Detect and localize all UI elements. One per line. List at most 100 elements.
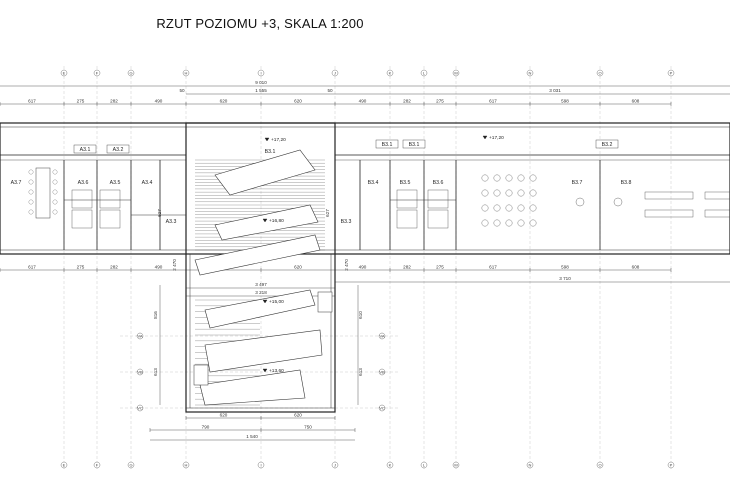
axis-label-side: VC — [379, 405, 385, 410]
axis-bubble — [93, 69, 101, 77]
axis-label-bottom: P — [670, 463, 673, 468]
overall-dim-label: 3 710 — [559, 276, 571, 281]
axis-bubble — [60, 461, 68, 469]
level-marker-icon — [264, 137, 270, 142]
stair-tower-outline — [185, 122, 336, 413]
axis-label-bottom: K — [389, 463, 392, 468]
level-label: +16,80 — [269, 218, 284, 224]
room-tag — [595, 139, 619, 149]
conference-table — [35, 167, 51, 219]
chair — [28, 209, 34, 215]
top-dim-label: 490 — [155, 99, 163, 104]
bottom-dim-label: 282 — [403, 265, 411, 270]
ramp-slab — [214, 204, 319, 241]
axis-label-top: F — [96, 71, 99, 76]
room-tag — [106, 144, 130, 154]
axis-bubble — [386, 69, 394, 77]
axis-label-side: VB — [379, 369, 385, 374]
axis-label-bottom: I — [260, 463, 261, 468]
desk-seat — [517, 204, 525, 212]
axis-label-side: VA — [137, 333, 142, 338]
desk-seat — [505, 219, 513, 227]
room-label: B3.3 — [341, 219, 352, 225]
ramp-slab — [214, 149, 316, 196]
ramp-slab — [204, 289, 316, 329]
work-table — [704, 191, 730, 200]
desk-seat — [517, 189, 525, 197]
bottom-dim-label: 275 — [436, 265, 444, 270]
axis-label-bottom: G — [129, 463, 132, 468]
room-label: A3.3 — [166, 219, 177, 225]
room-label: A3.2 — [113, 147, 124, 153]
room-label: B3.1 — [265, 149, 276, 155]
shaft — [193, 364, 209, 386]
building-outline — [0, 122, 730, 255]
room-label: B3.6 — [433, 180, 444, 186]
axis-label-side: VA — [379, 333, 384, 338]
chair — [52, 209, 58, 215]
axis-bubble — [60, 69, 68, 77]
side-dim-label: 610 — [358, 311, 363, 319]
top-dim-label: 282 — [403, 99, 411, 104]
axis-bubble — [596, 69, 604, 77]
wc-cubicle — [396, 189, 418, 209]
axis-bubble — [386, 461, 394, 469]
desk-seat — [529, 219, 537, 227]
wc-cubicle — [99, 189, 121, 209]
desk-seat — [493, 219, 501, 227]
chair — [28, 179, 34, 185]
bottom-dim-label: 275 — [77, 265, 85, 270]
work-table — [644, 209, 694, 218]
top-dim-label: 275 — [77, 99, 85, 104]
bottom-dim-label: 490 — [155, 265, 163, 270]
axis-bubble — [378, 332, 386, 340]
axis-label-bottom: E — [63, 463, 66, 468]
level-label: +13,60 — [269, 368, 284, 374]
room-label: B3.1 — [382, 142, 393, 148]
room-label: B3.4 — [368, 180, 379, 186]
room-tag — [375, 139, 399, 149]
chair — [52, 169, 58, 175]
axis-label-top: L — [423, 71, 426, 76]
top-dim-label: 608 — [632, 99, 640, 104]
level-marker-icon — [482, 135, 488, 140]
desk-seat — [481, 189, 489, 197]
wc-cubicle — [71, 189, 93, 209]
axis-bubble — [526, 69, 534, 77]
axis-bubble — [127, 461, 135, 469]
desk-seat — [517, 219, 525, 227]
overall-dim-label: 1 555 — [255, 88, 267, 93]
bottom-dim-label: 608 — [632, 265, 640, 270]
desk-seat — [505, 174, 513, 182]
axis-label-top: O — [598, 71, 601, 76]
top-dim-label: 598 — [561, 99, 569, 104]
chair — [52, 179, 58, 185]
room-label: A3.5 — [110, 180, 121, 186]
overall-dim-label: 9 010 — [255, 80, 267, 85]
overall-dim-label: 3 031 — [549, 88, 561, 93]
axis-bubble — [667, 461, 675, 469]
chair — [52, 189, 58, 195]
chair — [28, 169, 34, 175]
shaft — [317, 291, 333, 313]
ramp-slab — [199, 369, 306, 406]
axis-label-top: P — [670, 71, 673, 76]
desk-seat — [493, 204, 501, 212]
wc-cubicle — [99, 209, 121, 229]
stair-dim-label: 750 — [304, 425, 312, 430]
axis-label-top: E — [63, 71, 66, 76]
desk-seat — [505, 189, 513, 197]
axis-label-bottom: O — [598, 463, 601, 468]
side-dim-label: 613 — [153, 368, 158, 376]
overall-dim-label: 50 — [327, 88, 333, 93]
axis-label-side: VB — [137, 369, 143, 374]
axis-bubble — [136, 404, 144, 412]
axis-bubble — [136, 332, 144, 340]
work-table — [644, 191, 694, 200]
axis-bubble — [182, 461, 190, 469]
wc-cubicle — [427, 189, 449, 209]
bottom-dim-label: 620 — [294, 265, 302, 270]
axis-bubble — [526, 461, 534, 469]
level-label: +17,20 — [489, 135, 504, 141]
